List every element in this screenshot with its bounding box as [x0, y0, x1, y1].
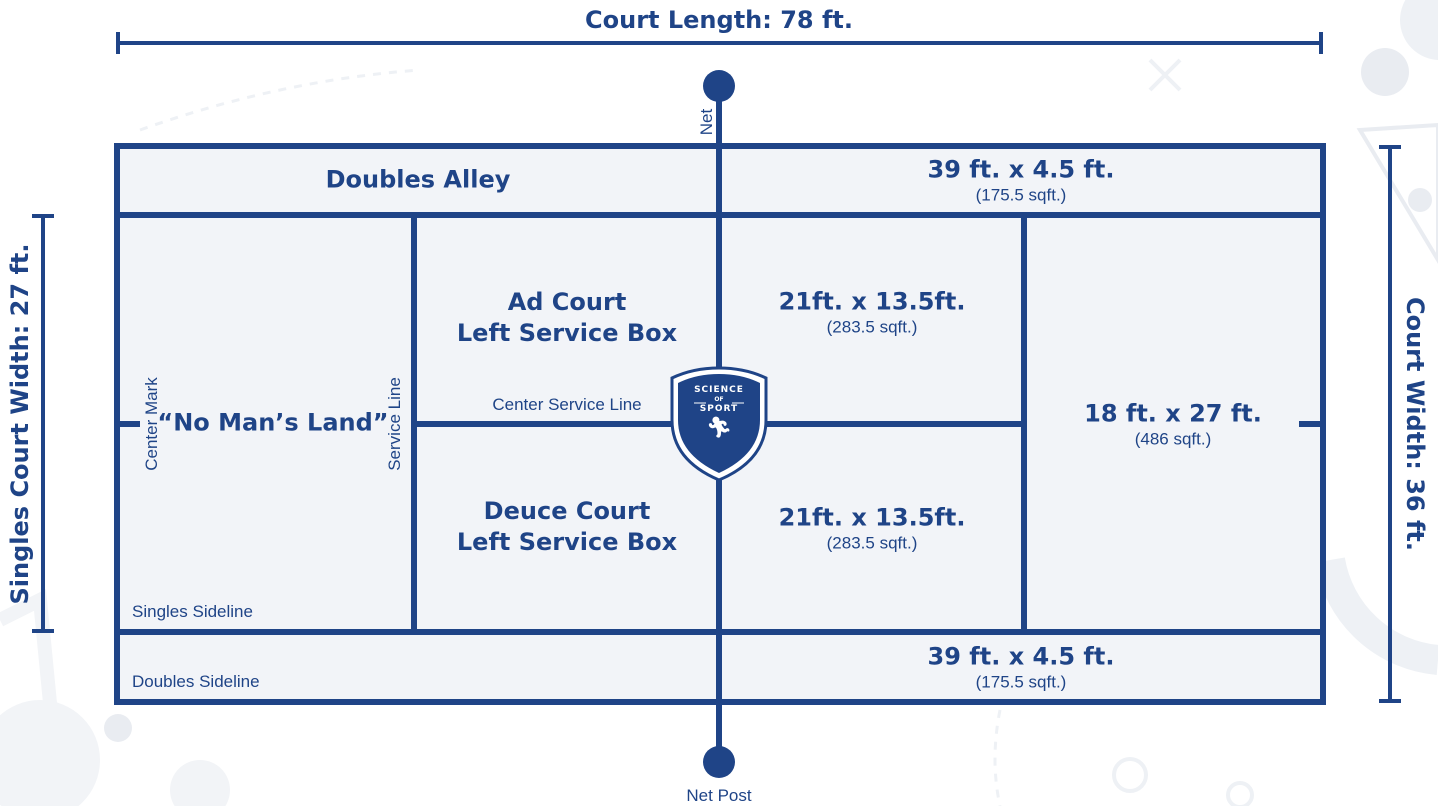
center-service-line-label: Center Service Line	[492, 395, 642, 414]
court-width-dimension-line	[1379, 145, 1401, 703]
center-mark-label: Center Mark	[142, 377, 161, 471]
service-box-bottom-dimensions: 21ft. x 13.5ft. (283.5 sqft.)	[779, 502, 966, 553]
alley-top-area: (175.5 sqft.)	[975, 185, 1067, 205]
service-box-bottom-area: (283.5 sqft.)	[826, 533, 918, 553]
runner-icon: 🏃︎	[706, 415, 732, 439]
service-box-top-area: (283.5 sqft.)	[826, 317, 918, 337]
court-width-label: Court Width: 36 ft.	[1401, 296, 1429, 552]
alley-top-size: 39 ft. x 4.5 ft.	[927, 155, 1115, 184]
doubles-sideline-label: Doubles Sideline	[132, 672, 260, 691]
deuce-court-label: Deuce Court Left Service Box	[457, 496, 677, 558]
ad-court-line-2: Left Service Box	[456, 319, 678, 347]
logo-line-2: OF	[714, 396, 724, 403]
logo-text: SCIENCE OF SPORT 🏃︎	[694, 385, 744, 439]
ad-court-label: Ad Court Left Service Box	[457, 287, 677, 349]
net-post-label: Net Post	[686, 786, 752, 805]
service-box-top-dimensions: 21ft. x 13.5ft. (283.5 sqft.)	[779, 286, 966, 337]
net-post-bottom	[703, 746, 735, 778]
doubles-alley-label: Doubles Alley	[325, 165, 511, 194]
singles-width-label: Singles Court Width: 27 ft.	[6, 243, 34, 605]
back-court-dimensions: 18 ft. x 27 ft. (486 sqft.)	[1084, 398, 1262, 449]
alley-bottom-area: (175.5 sqft.)	[975, 672, 1067, 692]
service-box-bottom-size: 21ft. x 13.5ft.	[778, 503, 966, 532]
service-line-label: Service Line	[385, 377, 404, 471]
science-of-sport-logo	[670, 366, 768, 482]
alley-bottom-size: 39 ft. x 4.5 ft.	[927, 642, 1115, 671]
back-court-size: 18 ft. x 27 ft.	[1084, 399, 1262, 428]
alley-top-dimensions: 39 ft. x 4.5 ft. (175.5 sqft.)	[928, 154, 1115, 205]
logo-line-3: SPORT	[699, 404, 739, 414]
alley-bottom-dimensions: 39 ft. x 4.5 ft. (175.5 sqft.)	[928, 641, 1115, 692]
ad-court-line-1: Ad Court	[507, 287, 627, 316]
net-label: Net	[697, 108, 716, 136]
court-length-dimension-line	[116, 32, 1323, 54]
service-box-top-size: 21ft. x 13.5ft.	[778, 287, 966, 316]
singles-sideline-label: Singles Sideline	[132, 602, 253, 621]
singles-width-dimension-line	[32, 214, 54, 633]
deuce-court-line-1: Deuce Court	[483, 496, 651, 525]
back-court-area: (486 sqft.)	[1134, 429, 1212, 449]
court-length-label: Court Length: 78 ft.	[585, 6, 853, 34]
logo-line-1: SCIENCE	[694, 385, 744, 395]
no-mans-land-label: “No Man’s Land”	[157, 408, 389, 437]
deuce-court-line-2: Left Service Box	[456, 528, 678, 556]
net-post-top	[703, 70, 735, 102]
